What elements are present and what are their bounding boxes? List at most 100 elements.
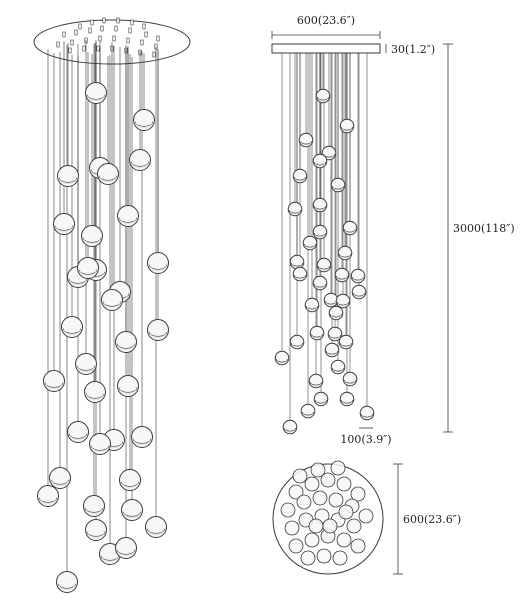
- pendant-ball: [77, 257, 99, 279]
- pendant-ball: [61, 316, 83, 338]
- pendant-ball: [57, 165, 79, 187]
- front-ball: [298, 132, 314, 148]
- pendant-ball: [129, 149, 151, 171]
- top-view-ball: [308, 518, 324, 534]
- pendant-ball: [83, 495, 105, 517]
- front-ball: [316, 257, 332, 273]
- pendant-ball: [84, 381, 106, 403]
- front-ball: [337, 245, 353, 261]
- top-view-ball: [358, 508, 374, 524]
- front-ball: [309, 325, 325, 341]
- perspective-view: [33, 17, 191, 593]
- front-view: 600(23.6″) 30(1.2″) 3000(118″) 100(3.9″): [271, 14, 515, 446]
- top-view-ball: [336, 532, 352, 548]
- canopy-height-label: 30(1.2″): [391, 43, 435, 56]
- front-ball: [342, 371, 358, 387]
- front-ball: [324, 342, 340, 358]
- front-ball: [339, 118, 355, 134]
- pendant-ball: [117, 205, 139, 227]
- canopy-pin: [56, 41, 60, 48]
- top-view-ball: [280, 502, 296, 518]
- canopy-pin: [74, 29, 78, 36]
- top-view-ball: [330, 460, 346, 476]
- pendant-ball: [67, 421, 89, 443]
- top-view-ball: [292, 468, 308, 484]
- canopy-pin: [100, 25, 104, 32]
- canopy-pin: [130, 19, 134, 26]
- front-ball: [334, 267, 350, 283]
- pendant-ball: [85, 82, 107, 104]
- front-ball: [300, 403, 316, 419]
- canopy-width-label: 600(23.6″): [297, 14, 355, 27]
- front-ball: [312, 224, 328, 240]
- pendant-ball: [37, 485, 59, 507]
- canopy-pin: [140, 39, 144, 46]
- canopy-pin: [90, 19, 94, 26]
- front-ball: [274, 350, 290, 366]
- pendant-ball: [97, 163, 119, 185]
- top-view-ball: [284, 520, 300, 536]
- front-ball: [304, 297, 320, 313]
- front-ball: [287, 201, 303, 217]
- top-view-ball: [316, 548, 332, 564]
- canopy-pin: [70, 39, 74, 46]
- front-ball: [302, 235, 318, 251]
- pendant-ball: [147, 252, 169, 274]
- canopy-pin: [116, 17, 120, 24]
- pendant-ball: [56, 571, 78, 593]
- top-view-ball: [312, 490, 328, 506]
- front-ball: [323, 292, 339, 308]
- top-view-ball: [304, 476, 320, 492]
- front-ball: [327, 326, 343, 342]
- canopy-pin: [78, 23, 82, 30]
- pendant-ball: [115, 331, 137, 353]
- top-view-ball: [346, 518, 362, 534]
- top-view-ball: [350, 486, 366, 502]
- canopy-pin: [82, 45, 86, 52]
- front-ball: [308, 373, 324, 389]
- canopy-pin: [156, 35, 160, 42]
- front-balls: [274, 88, 375, 435]
- front-ball: [292, 266, 308, 282]
- front-canopy: [271, 43, 381, 54]
- front-ball: [328, 305, 344, 321]
- front-ball: [313, 391, 329, 407]
- pendant-ball: [43, 370, 65, 392]
- top-view-ball: [350, 538, 366, 554]
- top-view-balls: [280, 460, 374, 566]
- pendant-ball: [49, 467, 71, 489]
- top-view-ball: [300, 550, 316, 566]
- pendant-ball: [75, 353, 97, 375]
- front-ball: [330, 359, 346, 375]
- top-view-ball: [304, 532, 320, 548]
- front-ball: [351, 284, 367, 300]
- front-ball: [312, 275, 328, 291]
- canopy-pin: [144, 31, 148, 38]
- pendant-ball: [121, 499, 143, 521]
- pendant-ball: [81, 225, 103, 247]
- front-ball: [312, 153, 328, 169]
- top-view-ball: [310, 462, 326, 478]
- top-view-ball: [322, 518, 338, 534]
- pendant-ball: [117, 375, 139, 397]
- canopy-pin: [62, 31, 66, 38]
- pendant-ball: [85, 519, 107, 541]
- top-view-diameter-label: 600(23.6″): [403, 513, 461, 526]
- top-view-ball: [336, 476, 352, 492]
- canopy-pin: [142, 23, 146, 30]
- ball-diameter-label: 100(3.9″): [340, 433, 391, 446]
- canopy-pin: [128, 27, 132, 34]
- pendant-ball: [115, 537, 137, 559]
- front-ball: [315, 88, 331, 104]
- pendant-ball: [119, 469, 141, 491]
- pendant-ball: [89, 433, 111, 455]
- front-ball: [282, 419, 298, 435]
- top-view-ball: [288, 538, 304, 554]
- top-view-ball: [296, 494, 312, 510]
- pendant-ball: [53, 213, 75, 235]
- canopy-pin: [98, 35, 102, 42]
- canopy-pin: [96, 45, 100, 52]
- front-ball: [330, 177, 346, 193]
- top-view-ball: [320, 472, 336, 488]
